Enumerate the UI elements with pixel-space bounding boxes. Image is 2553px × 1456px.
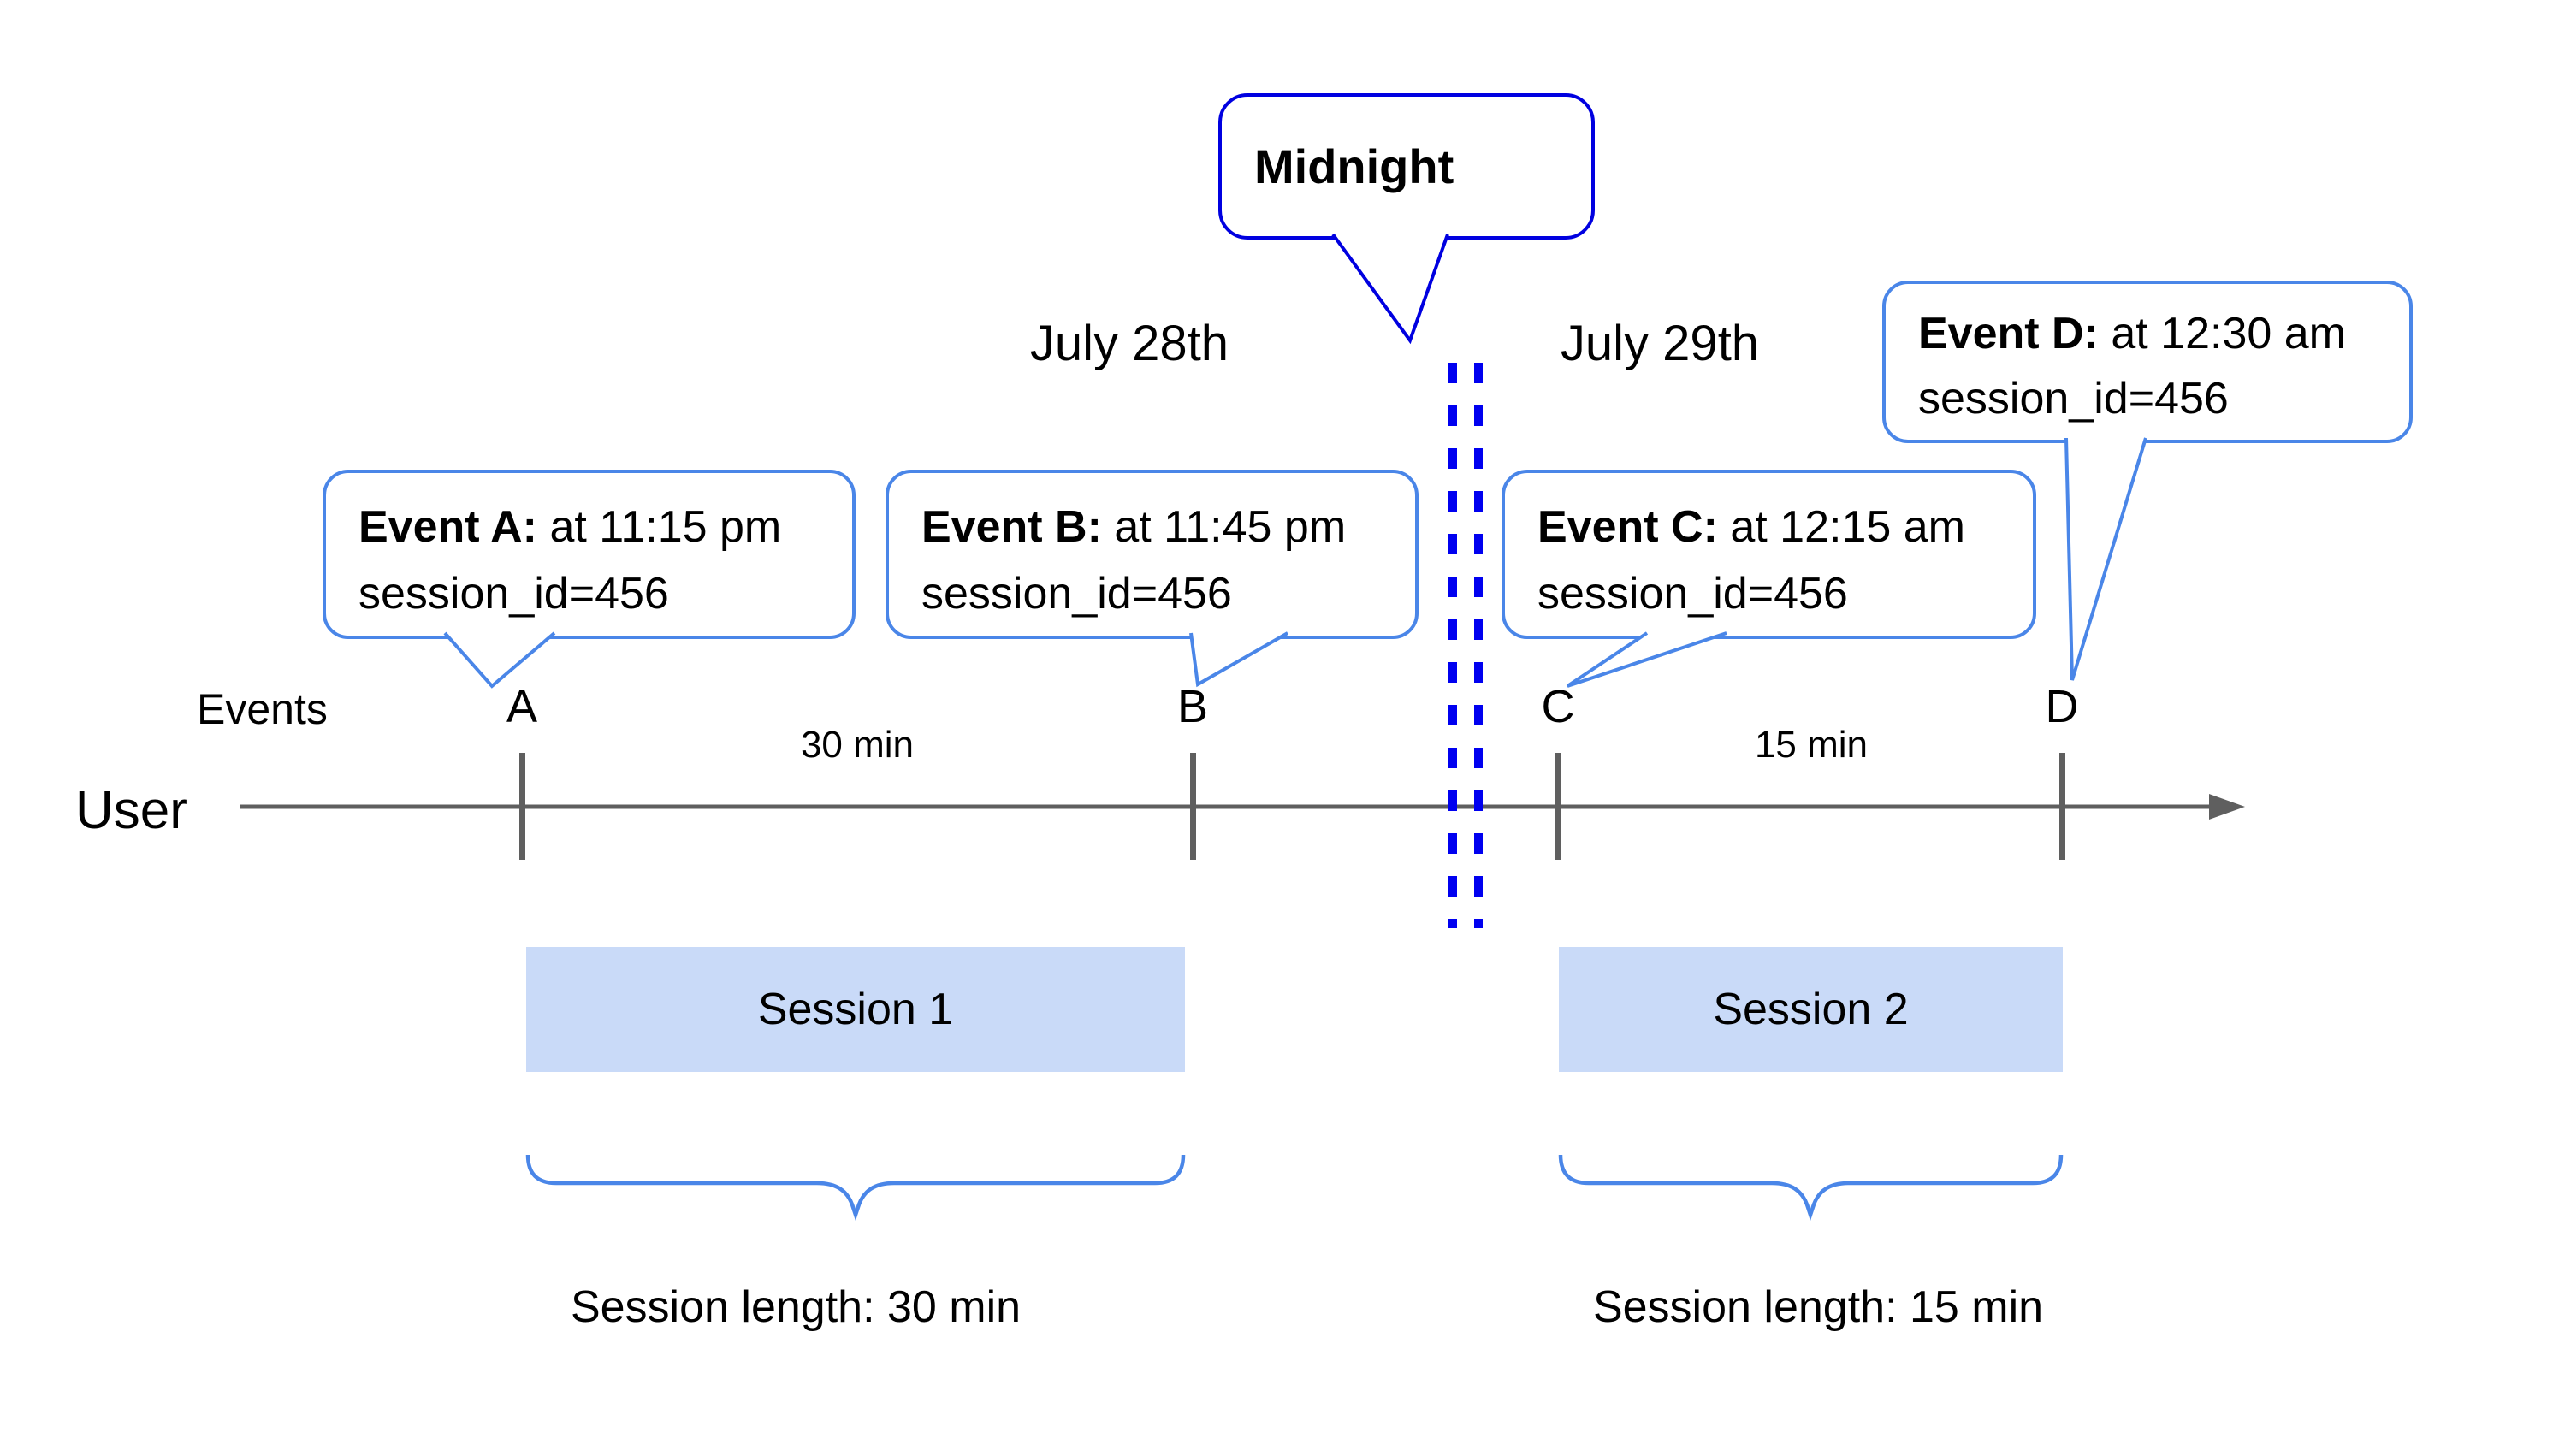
event-a-callout-time: at 11:15 pm bbox=[537, 502, 782, 552]
event-c-callout-title: Event C: bbox=[1537, 502, 1718, 552]
midnight-callout-tail bbox=[1331, 233, 1449, 345]
interval-label-15min: 15 min bbox=[1754, 724, 1869, 766]
event-b-callout-session-id: session_id=456 bbox=[921, 569, 1232, 619]
session-1-label: Session 1 bbox=[757, 985, 954, 1034]
session-2-brace bbox=[1558, 1154, 2064, 1222]
event-b-callout-tail bbox=[1189, 631, 1288, 688]
session-2-label: Session 2 bbox=[1713, 985, 1909, 1034]
session-1-box: Session 1 bbox=[526, 947, 1185, 1072]
session-1-brace bbox=[525, 1154, 1186, 1222]
event-c-callout-session-id: session_id=456 bbox=[1537, 569, 1848, 619]
event-tick-c bbox=[1555, 753, 1561, 860]
midnight-callout-text: Midnight bbox=[1254, 139, 1454, 193]
session-2-length-label: Session length: 15 min bbox=[1592, 1282, 2044, 1332]
tick-letter-a: A bbox=[506, 681, 538, 732]
event-a-callout-session-id: session_id=456 bbox=[358, 569, 669, 619]
event-a-callout-tail bbox=[443, 631, 556, 689]
session-1-length-label: Session length: 30 min bbox=[570, 1282, 1022, 1332]
event-d-callout-session-id: session_id=456 bbox=[1918, 374, 2229, 423]
tick-letter-b: B bbox=[1176, 681, 1209, 732]
date-label-july-29: July 29th bbox=[1560, 316, 1760, 371]
event-a-callout: Event A: at 11:15 pm session_id=456 bbox=[323, 470, 856, 639]
event-d-callout-tail bbox=[2064, 437, 2147, 681]
session-2-box: Session 2 bbox=[1559, 947, 2063, 1072]
event-b-callout: Event B: at 11:45 pm session_id=456 bbox=[886, 470, 1419, 639]
event-a-callout-line1: Event A: at 11:15 pm bbox=[358, 494, 835, 560]
event-d-callout-time: at 12:30 am bbox=[2098, 309, 2346, 358]
event-d-callout: Event D: at 12:30 am session_id=456 bbox=[1882, 281, 2413, 443]
event-c-callout-line1: Event C: at 12:15 am bbox=[1537, 494, 2016, 560]
tick-letter-d: D bbox=[2045, 681, 2079, 732]
midnight-callout: Midnight bbox=[1218, 93, 1595, 240]
event-tick-d bbox=[2059, 753, 2065, 860]
user-axis-label: User bbox=[75, 781, 187, 840]
tick-letter-c: C bbox=[1541, 681, 1575, 732]
event-b-callout-line1: Event B: at 11:45 pm bbox=[921, 494, 1398, 560]
event-b-callout-title: Event B: bbox=[921, 502, 1102, 552]
event-d-callout-title: Event D: bbox=[1918, 309, 2099, 358]
date-label-july-28: July 28th bbox=[1029, 316, 1229, 371]
events-axis-label: Events bbox=[197, 685, 328, 733]
event-c-callout: Event C: at 12:15 am session_id=456 bbox=[1502, 470, 2036, 639]
timeline-arrowhead-icon bbox=[2209, 794, 2245, 820]
event-d-callout-line1: Event D: at 12:30 am bbox=[1918, 301, 2392, 366]
interval-label-30min: 30 min bbox=[800, 724, 915, 766]
event-c-callout-time: at 12:15 am bbox=[1717, 502, 1965, 552]
event-a-callout-title: Event A: bbox=[358, 502, 537, 552]
event-tick-b bbox=[1190, 753, 1196, 860]
event-c-callout-tail bbox=[1566, 631, 1727, 688]
event-tick-a bbox=[519, 753, 525, 860]
event-b-callout-time: at 11:45 pm bbox=[1101, 502, 1347, 552]
